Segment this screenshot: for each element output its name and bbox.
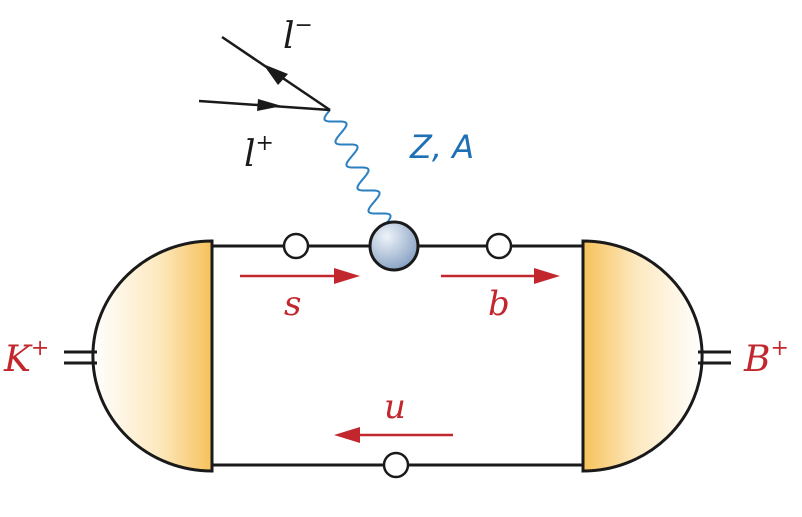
label-lepton-plus: l+ bbox=[244, 131, 274, 175]
meson-double-line-right bbox=[698, 350, 731, 365]
lepton-arrow-minus bbox=[263, 64, 288, 85]
quark-arrow-s bbox=[240, 268, 360, 284]
boson-wavy-line bbox=[323, 109, 392, 226]
quark-arrow-b bbox=[441, 268, 560, 284]
meson-blob-left bbox=[91, 239, 214, 473]
vertex-circle-bottom bbox=[382, 451, 410, 479]
meson-blob-right bbox=[581, 239, 704, 473]
label-lepton-minus: l− bbox=[283, 13, 313, 57]
quark-arrow-u bbox=[334, 427, 453, 443]
vertex-circle-top-left bbox=[282, 232, 310, 260]
label-quark-b: b bbox=[488, 284, 510, 324]
label-meson-right: B+ bbox=[743, 336, 789, 380]
lepton-arrow-plus bbox=[257, 99, 282, 111]
label-meson-left: K+ bbox=[3, 336, 49, 380]
label-quark-u: u bbox=[384, 387, 406, 427]
effective-vertex-blob bbox=[368, 220, 420, 272]
meson-double-line-left bbox=[64, 350, 97, 365]
label-boson: Z, A bbox=[409, 128, 474, 166]
vertex-circle-top-right bbox=[485, 232, 513, 260]
label-quark-s: s bbox=[284, 284, 301, 324]
